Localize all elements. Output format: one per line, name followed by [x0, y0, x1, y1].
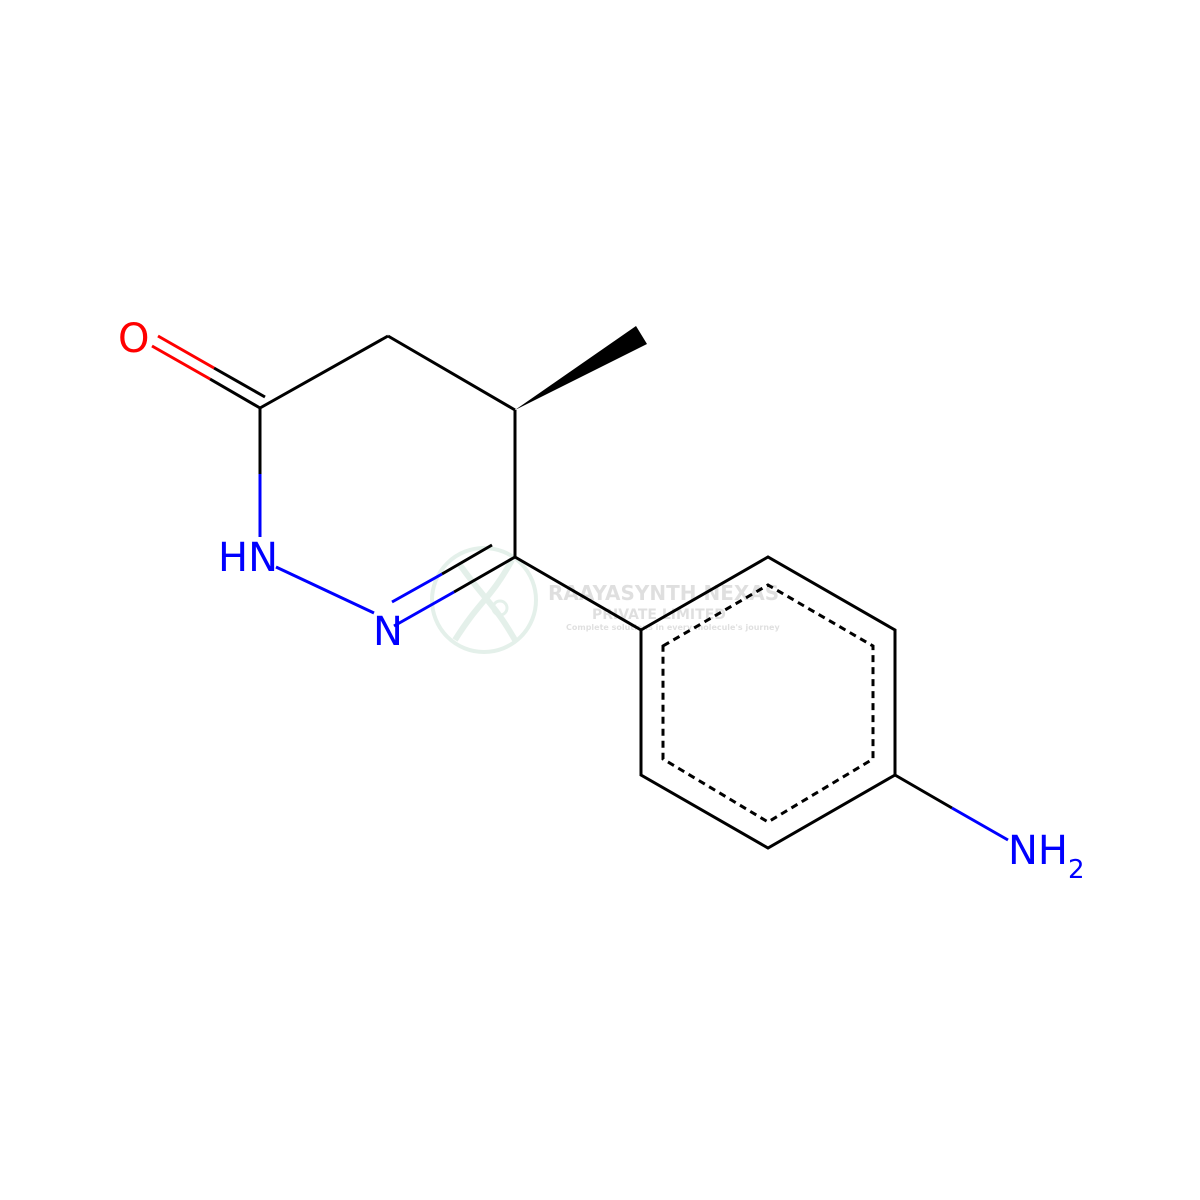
bond-c6-aryl [514, 555, 642, 632]
watermark-dna-strand-b [457, 563, 518, 642]
atom-ring-nh: HN [218, 535, 278, 581]
bond-c3-o-double [151, 334, 266, 410]
atom-amine-symbol: NH [1008, 828, 1068, 874]
bond-aryl-nh2-black [894, 773, 953, 810]
bond-aryl-ring-aromatic [661, 583, 875, 824]
bond-c6-n1-double [391, 543, 516, 628]
watermark-dna-strand-a [452, 558, 515, 642]
atom-ring-n: N [373, 609, 403, 655]
watermark: RAAYASYNTH NEXAS PRIVATE LIMITED Complet… [430, 546, 780, 654]
bond-aryl-nh2-blue [951, 806, 1009, 842]
atom-amine-subscript: 2 [1068, 855, 1085, 885]
watermark-company-line2: PRIVATE LIMITED [592, 607, 726, 623]
watermark-tagline: Complete solutions in every molecule's j… [566, 623, 780, 632]
bond-c3-c4 [259, 334, 389, 410]
atom-amine: NH2 [1008, 828, 1085, 885]
atom-oxygen: O [118, 316, 149, 362]
bonds [151, 334, 1009, 850]
watermark-hex-dot [491, 599, 509, 617]
bond-c5-methyl-wedge [515, 326, 647, 410]
watermark-company-name: RAAYASYNTH NEXAS [548, 581, 779, 605]
bond-n1-n2 [275, 565, 375, 615]
bond-c4-c5 [387, 334, 516, 412]
